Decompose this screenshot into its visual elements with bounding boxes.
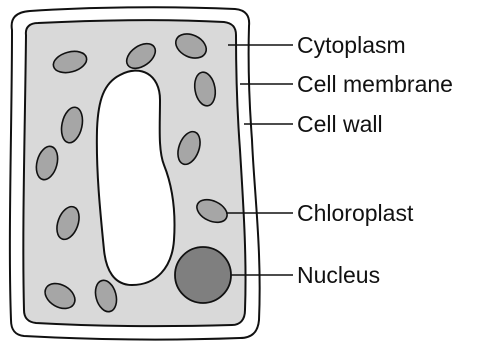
cell-membrane-label: Cell membrane — [297, 71, 453, 97]
chloroplast-label: Chloroplast — [297, 200, 414, 226]
nucleus-label: Nucleus — [297, 262, 380, 288]
cytoplasm-label: Cytoplasm — [297, 32, 406, 58]
nucleus — [175, 247, 231, 303]
cell-wall-label: Cell wall — [297, 111, 383, 137]
